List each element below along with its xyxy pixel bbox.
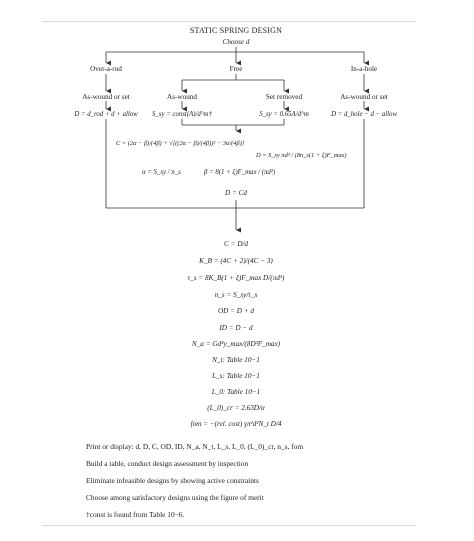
branch-free: Free	[229, 65, 243, 73]
top-divider	[42, 21, 416, 22]
step-kb: K_B = (4C + 2)/(4C − 3)	[199, 257, 273, 265]
step-ls: L_s: Table 10−1	[212, 372, 260, 380]
eq-d-hole: D = d_hole − d − allow	[331, 111, 397, 118]
eq-beta: β = 8(1 + ξ)F_max / (πd²)	[204, 169, 276, 176]
step-l0: L_0: Table 10−1	[211, 388, 261, 396]
step-nt: N_t: Table 10−1	[212, 356, 260, 364]
page-title: STATIC SPRING DESIGN	[189, 26, 283, 35]
sub-as-wound-or-set-right: As-wound or set	[340, 93, 388, 101]
step-na: N_a = Gd⁴y_max/(8D³F_max)	[191, 340, 281, 348]
bottom-divider	[42, 525, 416, 526]
branch-over-a-rod: Over-a-rod	[90, 65, 122, 73]
step-tau: τ_s = 8K_B(1 + ξ)F_max D/(πd³)	[187, 274, 285, 282]
note-footnote: †const is found from Table 10−6.	[86, 510, 185, 519]
eq-d-rod: D = d_rod + d + allow	[74, 111, 138, 118]
note-build-table: Build a table, conduct design assessment…	[86, 459, 249, 468]
step-c: C = D/d	[223, 240, 249, 248]
note-eliminate: Eliminate infeasible designs by showing …	[86, 476, 259, 485]
branch-in-a-hole: In-a-hole	[350, 65, 378, 73]
sub-set-removed: Set removed	[265, 93, 303, 101]
eq-alpha: α = S_sy / n_s	[142, 169, 181, 176]
step-od: OD = D + d	[217, 307, 255, 315]
eq-d-cd: D = Cd	[224, 189, 248, 197]
step-fom: fom = −(rel. cost) γπ²d²N_t D/4	[190, 420, 282, 428]
note-print: Print or display: d, D, C, OD, ID, N_a, …	[86, 442, 304, 451]
sub-as-wound-or-set-left: As-wound or set	[82, 93, 130, 101]
sub-as-wound: As-wound	[167, 93, 197, 101]
eq-ssy-065: S_sy = 0.65A/d^m	[259, 111, 309, 118]
step-id: ID = D − d	[219, 324, 253, 332]
choose-d-label: Choose d	[222, 38, 250, 46]
step-ns: n_s = S_sy/τ_s	[214, 291, 258, 299]
step-l0cr: (L_0)_cr = 2.63D/α	[207, 404, 265, 412]
note-choose: Choose among satisfactory designs using …	[86, 493, 264, 502]
eq-ssy-const: S_sy = const(A)/d^m†	[152, 111, 212, 118]
eq-c-formula: C = (2α − β)/(4β) + √[((2α − β)/(4β))² −…	[116, 140, 245, 147]
eq-d-formula: D = S_sy πd³ / (8n_s(1 + ξ)F_max)	[256, 152, 347, 159]
